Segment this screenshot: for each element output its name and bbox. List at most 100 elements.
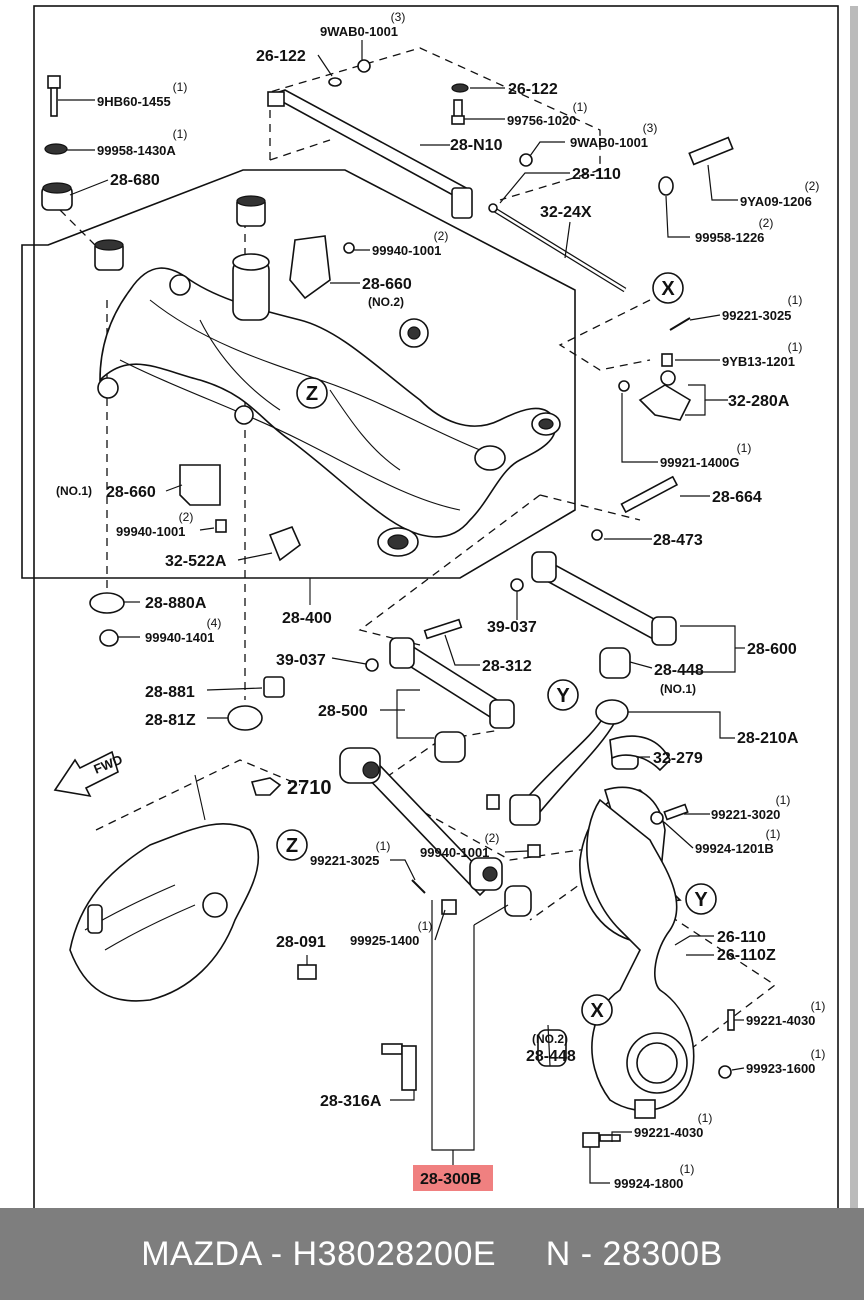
label-28-n10: 28-N10 [450,137,503,154]
label-28-600: 28-600 [747,641,797,658]
label-9hb60-1455: 9HB60-1455 [97,94,171,109]
svg-text:Y: Y [556,685,570,707]
label-32-24x: 32-24X [540,204,592,221]
svg-text:(1): (1) [811,1047,826,1061]
label-99921-1400g: 99921-1400G [660,455,740,470]
left-fasteners [41,75,125,647]
svg-text:(NO.2): (NO.2) [532,1032,568,1046]
label-9wab0-1001-top: 9WAB0-1001 [320,24,398,39]
label-99940-1001-low: 99940-1001 [420,845,489,860]
svg-text:(1): (1) [698,1111,713,1125]
label-99221-3025-low: 99221-3025 [310,853,379,868]
svg-text:(NO.2): (NO.2) [368,295,404,309]
rear-knuckle [579,735,735,1119]
svg-text:(1): (1) [573,100,588,114]
label-99924-1201b: 99924-1201B [695,841,774,856]
forward-arrow-icon: FWD [53,750,125,798]
label-28-400: 28-400 [282,610,332,627]
svg-text:(1): (1) [776,793,791,807]
differential-housing [69,774,260,1002]
label-28-316a: 28-316A [320,1093,382,1110]
label-28-660-no1: 28-660 [106,484,156,501]
svg-text:(2): (2) [805,179,820,193]
label-28-448-no1: 28-448 [654,662,704,679]
svg-text:(1): (1) [173,127,188,141]
leader-lines [58,40,745,1184]
callout-x-top: X [652,272,684,304]
svg-text:(4): (4) [207,616,222,630]
label-9wab0-1001-mid: 9WAB0-1001 [570,135,648,150]
center-bushings [227,676,285,731]
lower-arm-28-300b [297,747,621,1148]
label-28-881: 28-881 [145,684,195,701]
label-99940-1001-top: 99940-1001 [372,243,441,258]
label-26-122-right: 26-122 [508,81,558,98]
scroll-margin [850,6,858,1208]
label-28-110: 28-110 [572,166,621,183]
label-28-448-no2: 28-448 [526,1048,576,1065]
svg-text:(1): (1) [376,839,391,853]
label-99756-1020: 99756-1020 [507,113,576,128]
svg-text:Z: Z [286,835,298,857]
label-99940-1001-left: 99940-1001 [116,524,185,539]
svg-text:(2): (2) [179,510,194,524]
label-99940-1401: 99940-1401 [145,630,214,645]
stabilizer-bar [267,59,533,219]
svg-text:Z: Z [306,383,318,405]
svg-text:(1): (1) [788,340,803,354]
svg-text:(3): (3) [643,121,658,135]
label-39-037-left: 39-037 [276,652,326,669]
part-number-banner: MAZDA - H38028200E N - 28300B [0,1208,864,1300]
label-99925-1400: 99925-1400 [350,933,419,948]
svg-text:(1): (1) [766,827,781,841]
upper-control-link [531,551,677,679]
diagram-frame [33,5,839,1208]
svg-text:(3): (3) [391,10,406,24]
label-9ya09-1206: 9YA09-1206 [740,194,812,209]
svg-text:(1): (1) [737,441,752,455]
label-26-110: 26-110 [717,929,766,946]
svg-text:(1): (1) [811,999,826,1013]
label-99958-1226: 99958-1226 [695,230,764,245]
subframe-outline [21,169,576,579]
svg-text:(NO.1): (NO.1) [56,484,92,498]
label-99221-4030-right: 99221-4030 [746,1013,815,1028]
label-99924-1800: 99924-1800 [614,1176,683,1191]
label-2710: 2710 [287,777,332,799]
label-99221-4030-low: 99221-4030 [634,1125,703,1140]
part-labels: (3) 9WAB0-1001 26-122 26-122 (1) 9HB60-1… [56,10,825,1191]
label-26-110z: 26-110Z [717,947,776,964]
label-26-122-top: 26-122 [256,48,306,65]
callout-z-frame: Z [296,377,328,409]
part-number-text: MAZDA - H38028200E N - 28300B [141,1234,723,1273]
toe-control-rod [488,136,734,421]
label-28-500: 28-500 [318,703,368,720]
callout-y-knuckle: Y [685,883,717,915]
label-28-664: 28-664 [712,489,762,506]
svg-text:X: X [590,1000,604,1022]
label-32-279: 32-279 [653,750,703,767]
label-99221-3020: 99221-3020 [711,807,780,822]
svg-text:X: X [661,278,675,300]
lower-control-link [389,637,515,763]
label-99923-1600: 99923-1600 [746,1061,815,1076]
reference-icon [250,777,282,796]
svg-text:(2): (2) [485,831,500,845]
label-39-037-right: 39-037 [487,619,537,636]
label-32-280a: 32-280A [728,393,790,410]
label-28-312: 28-312 [482,658,532,675]
label-28-680: 28-680 [110,172,160,189]
mid-fasteners [365,475,679,672]
label-9yb13-1201: 9YB13-1201 [722,354,795,369]
label-99221-3025-top: 99221-3025 [722,308,791,323]
label-32-522a: 32-522A [165,553,227,570]
label-28-091: 28-091 [276,934,326,951]
parts-diagram: FWD X Z Y Z Y X [21,5,858,1208]
callout-y-mid: Y [547,679,579,711]
label-28-300b: 28-300B [420,1171,481,1188]
label-99958-1430a: 99958-1430A [97,143,176,158]
label-28-660-no2: 28-660 [362,276,412,293]
svg-text:(1): (1) [173,80,188,94]
callout-z-diff: Z [276,829,308,861]
label-28-210a: 28-210A [737,730,799,747]
